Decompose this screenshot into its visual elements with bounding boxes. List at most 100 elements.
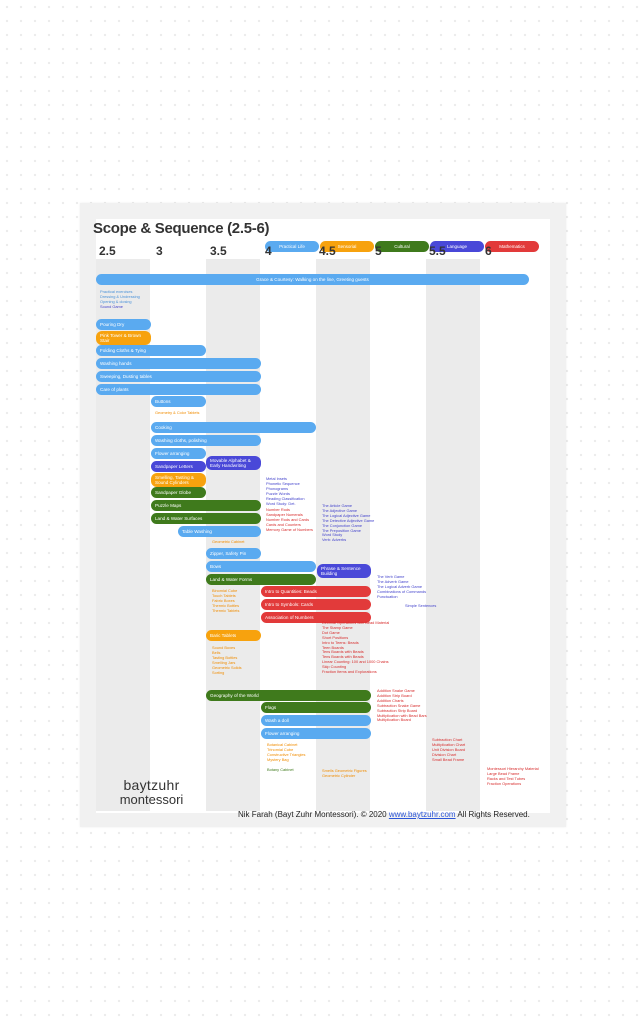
scope-sequence-chart: Scope & Sequence (2.5-6) Practical Life … bbox=[93, 219, 550, 819]
activity-bar: Geography of the World bbox=[206, 690, 371, 701]
activity-bar: Folding Cloths & Tying bbox=[96, 345, 206, 356]
text-line: Mystery Bag bbox=[267, 756, 289, 762]
activity-bar: Table Washing bbox=[178, 526, 261, 537]
activity-text: Subtraction Chart Multiplication Chart U… bbox=[432, 737, 466, 763]
text-line: Fabric Boxes bbox=[212, 597, 235, 603]
text-line: Reading Classification bbox=[266, 495, 305, 501]
activity-bar: Grace & Courtesy: Walking on the line, G… bbox=[96, 274, 529, 285]
text-line: Subtraction Snake Game bbox=[377, 702, 421, 708]
text-line: Geometric Cabinet bbox=[212, 539, 245, 544]
text-line: Tens Boards with Beads bbox=[322, 654, 364, 660]
activity-bar: Flags bbox=[261, 702, 371, 713]
legend-sensorial: Sensorial bbox=[320, 241, 374, 252]
text-line: The Conjunction Game bbox=[322, 522, 363, 528]
text-line: Number Rods and Cards bbox=[266, 516, 310, 522]
text-line: Fraction Operations bbox=[487, 780, 522, 786]
footer-rights: All Rights Reserved. bbox=[457, 810, 530, 819]
text-line: Constructive Triangles bbox=[267, 751, 306, 757]
activity-text: Metal Insets Phonetic Sequence Phonogram… bbox=[266, 476, 305, 506]
text-line: Verb: Adverbs bbox=[322, 537, 347, 543]
text-line: The Logical Adverb Game bbox=[377, 583, 422, 589]
text-line: Combinations of Commands bbox=[377, 588, 427, 594]
text-line: Montessori Hierarchy Material bbox=[487, 766, 539, 771]
page-title: Scope & Sequence (2.5-6) bbox=[93, 220, 270, 237]
text-line: The Detective Adjective Game bbox=[322, 517, 375, 523]
age-tick: 4 bbox=[265, 244, 272, 258]
text-line: Short Positions bbox=[322, 634, 349, 640]
text-line: Addition Strip Board bbox=[377, 692, 412, 698]
text-line: Binomial Cube bbox=[212, 588, 238, 593]
text-line: Sound Game bbox=[100, 304, 123, 309]
activity-bar: Intro to Symbols: Cards bbox=[261, 599, 371, 610]
activity-text: Smells Geometric Figures Geometric Cylin… bbox=[322, 768, 367, 779]
age-tick: 4.5 bbox=[319, 244, 336, 258]
text-line: Multiplication with Bead Bars bbox=[377, 712, 427, 718]
activity-text: Sound Boxes Bells Tasting Bottles Smelli… bbox=[212, 645, 242, 675]
activity-bar: Phrase & Sentence Building bbox=[317, 564, 371, 578]
age-tick: 5 bbox=[375, 244, 382, 258]
text-line: Unit Division Board bbox=[432, 746, 466, 752]
activity-bar: Bows bbox=[206, 561, 316, 572]
text-line: Punctuation bbox=[377, 593, 398, 599]
text-line: Practical exercises bbox=[100, 289, 133, 294]
text-line: Fraction Items and Explorations bbox=[322, 669, 377, 675]
activity-text: Practical exercises Dressing & Undressin… bbox=[100, 289, 140, 305]
activity-text: Botany Cabinet bbox=[267, 767, 294, 773]
poster: Scope & Sequence (2.5-6) Practical Life … bbox=[80, 203, 566, 827]
text-line: Geometric Solids bbox=[212, 664, 242, 670]
text-line: The Logical Adjective Game bbox=[322, 512, 371, 518]
activity-bar: Smelling, Tasting & Sound Cylinders bbox=[151, 473, 206, 487]
text-line: Word Study: Det. bbox=[266, 500, 296, 506]
footer-credit: Nik Farah (Bayt Zuhr Montessori). © 2020 bbox=[238, 810, 387, 819]
text-line: Tasting Bottles bbox=[212, 654, 238, 660]
activity-text: The Verb Game The Adverb Game The Logica… bbox=[377, 574, 427, 600]
activity-bar: Sandpaper Letters bbox=[151, 461, 206, 472]
activity-bar: Sandpaper Globe bbox=[151, 487, 206, 498]
footer-link[interactable]: www.baytzuhr.com bbox=[388, 810, 456, 819]
activity-bar: Buttons bbox=[151, 396, 206, 407]
text-line: Sound Boxes bbox=[212, 645, 236, 650]
text-line: Bells bbox=[212, 649, 221, 655]
text-line: The Preposition Game bbox=[322, 527, 361, 533]
footer: Nik Farah (Bayt Zuhr Montessori). © 2020… bbox=[238, 810, 530, 819]
text-line: Smelling Jars bbox=[212, 659, 236, 665]
activity-bar: Sweeping, Dusting tables bbox=[96, 371, 261, 382]
age-tick: 5.5 bbox=[429, 244, 446, 258]
age-tick: 3 bbox=[156, 244, 163, 258]
activity-bar: Puzzle Maps bbox=[151, 500, 261, 511]
activity-bar: Pouring Dry bbox=[96, 319, 151, 330]
text-line: Addition Charts bbox=[377, 697, 404, 703]
activity-bar: Pink Tower & Brown Stair bbox=[96, 331, 151, 345]
activity-bar: Flower arranging bbox=[151, 448, 206, 459]
text-line: Large Bead Frame bbox=[487, 770, 520, 776]
text-line: Racks and Test Tubes bbox=[487, 775, 526, 781]
activity-text: Addition Snake Game Addition Strip Board… bbox=[377, 688, 427, 723]
text-line: Metal Insets bbox=[266, 476, 287, 481]
text-line: The Article Game bbox=[322, 503, 353, 508]
text-line: Subtraction Strip Board bbox=[377, 707, 418, 713]
legend-practical-life: Practical Life bbox=[265, 241, 319, 252]
age-tick: 6 bbox=[485, 244, 492, 258]
text-line: Number Rods bbox=[266, 507, 291, 512]
text-line: Sorting bbox=[212, 669, 225, 675]
text-line: Tens Boards with Beads bbox=[322, 649, 364, 655]
legend-cultural: Cultural bbox=[375, 241, 429, 252]
text-line: Thermic Tablets bbox=[212, 607, 240, 613]
text-line: Intro to Teens: Beads bbox=[322, 639, 359, 645]
activity-text: Geometric Cabinet bbox=[212, 539, 245, 545]
text-line: Addition Snake Game bbox=[377, 688, 415, 693]
activity-bar: Zipper, Safety Pin bbox=[206, 548, 261, 559]
activity-bar: Cooking bbox=[151, 422, 316, 433]
text-line: Small Bead Frame bbox=[432, 756, 465, 762]
text-line: Linear Counting: 100 and 1000 Chains bbox=[322, 659, 389, 665]
text-line: Subtraction Chart bbox=[432, 737, 463, 742]
text-line: Geometry & Color Tablets bbox=[155, 410, 200, 415]
text-line: Skip Counting bbox=[322, 664, 347, 670]
activity-bar: Land & Water Forms bbox=[206, 574, 316, 585]
column-shade bbox=[426, 259, 480, 811]
text-line: Word Study bbox=[322, 532, 343, 538]
text-line: Decimal Operations with Bead Material bbox=[322, 620, 390, 625]
age-tick: 3.5 bbox=[210, 244, 227, 258]
text-line: Puzzle Words bbox=[266, 490, 290, 496]
activity-text: Geometry & Color Tablets bbox=[155, 410, 200, 416]
